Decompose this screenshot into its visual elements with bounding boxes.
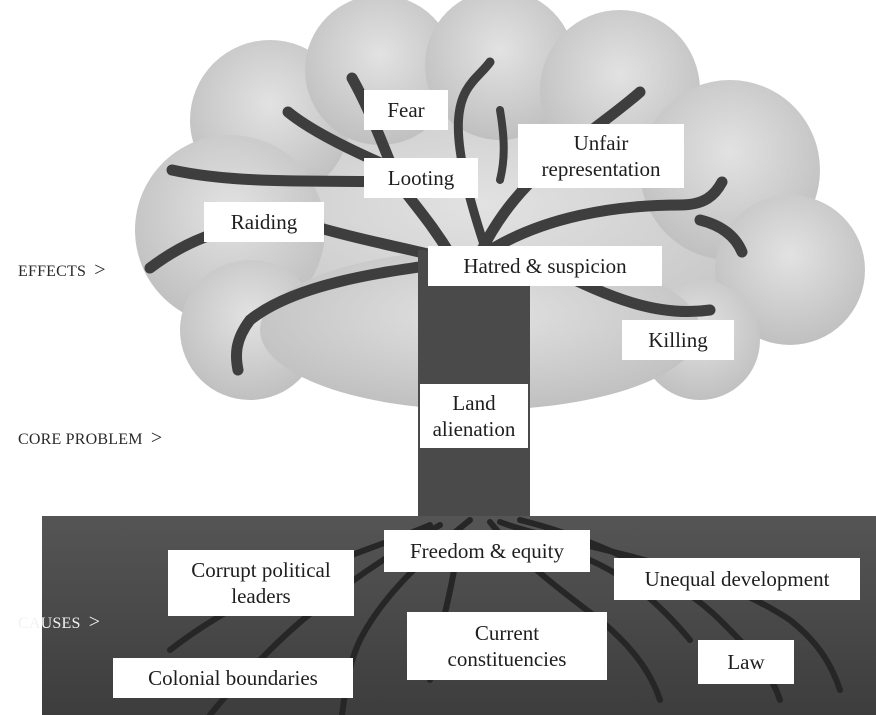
cause-colonial-boundaries: Colonial boundaries	[113, 658, 353, 698]
cause-current-constituencies-line-2: constituencies	[447, 647, 567, 671]
core-problem-line-2: alienation	[432, 417, 516, 441]
effects-label-text: EFFECTS	[18, 263, 87, 280]
effect-killing-text: Killing	[648, 328, 708, 352]
cause-unequal-development-text: Unequal development	[644, 567, 830, 591]
effect-looting-text: Looting	[387, 166, 455, 190]
cause-current-constituencies-line-1: Current	[474, 621, 540, 645]
cause-corrupt-leaders-line-2: leaders	[231, 584, 291, 608]
effect-hatred-suspicion: Hatred & suspicion	[428, 246, 662, 286]
effect-fear: Fear	[364, 90, 448, 130]
effects-arrow: >	[94, 259, 106, 281]
effect-killing: Killing	[622, 320, 734, 360]
cause-freedom-equity-text: Freedom & equity	[410, 539, 564, 563]
cause-law-text: Law	[727, 650, 765, 674]
cause-current-constituencies: Current constituencies	[407, 612, 607, 680]
effect-fear-text: Fear	[387, 98, 425, 122]
cause-colonial-boundaries-text: Colonial boundaries	[148, 666, 318, 690]
effect-unfair-representation-line-1: Unfair	[573, 131, 629, 155]
core-problem-arrow: >	[150, 427, 163, 449]
causes-arrow: >	[88, 611, 101, 633]
cause-law: Law	[698, 640, 794, 684]
cause-freedom-equity: Freedom & equity	[384, 530, 590, 572]
cause-corrupt-leaders-line-1: Corrupt political	[191, 558, 331, 582]
effect-unfair-representation-line-2: representation	[541, 157, 661, 181]
core-problem-line-1: Land	[452, 391, 496, 415]
effect-hatred-suspicion-text: Hatred & suspicion	[463, 254, 627, 278]
causes-label-text: CAUSES	[18, 615, 81, 632]
effect-looting: Looting	[364, 158, 478, 198]
core-problem-label: CORE PROBLEM >	[18, 427, 162, 450]
cause-corrupt-political-leaders: Corrupt political leaders	[168, 550, 354, 616]
cause-unequal-development: Unequal development	[614, 558, 860, 600]
core-problem-land-alienation: Land alienation	[420, 384, 528, 448]
core-problem-label-text: CORE PROBLEM	[18, 431, 143, 448]
effect-unfair-representation: Unfair representation	[518, 124, 684, 188]
effects-label: EFFECTS >	[18, 259, 106, 282]
causes-label: CAUSES >	[18, 611, 100, 634]
effect-raiding: Raiding	[204, 202, 324, 242]
effect-raiding-text: Raiding	[230, 210, 298, 234]
